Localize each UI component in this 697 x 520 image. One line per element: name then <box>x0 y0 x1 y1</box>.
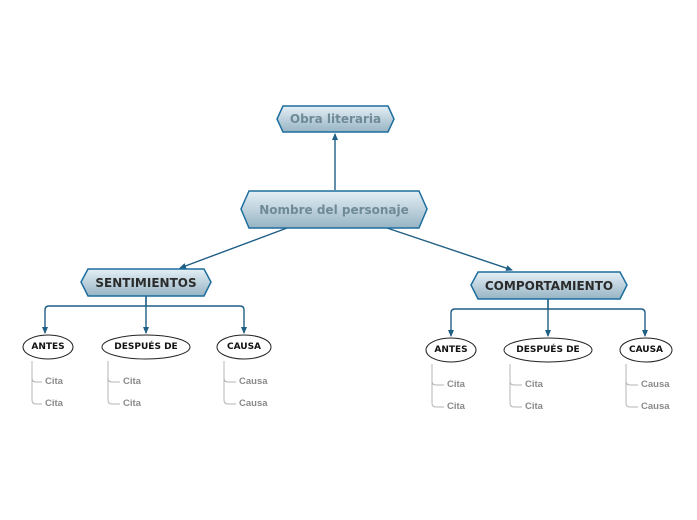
c-despues-label: DESPUÉS DE <box>516 345 580 355</box>
leaf-c-despues-1[interactable]: Cita <box>525 379 543 390</box>
obra-label: Obra literaria <box>289 112 382 126</box>
node-comportamiento[interactable] <box>470 271 628 300</box>
leaf-line-c-despues <box>509 364 522 408</box>
s-causa-label: CAUSA <box>226 342 262 352</box>
leaf-s-antes-1[interactable]: Cita <box>45 376 63 387</box>
node-obra-literaria[interactable] <box>276 105 395 133</box>
node-s-causa[interactable] <box>216 334 272 360</box>
node-nombre-personaje[interactable] <box>240 190 428 229</box>
leaf-s-despues-1[interactable]: Cita <box>123 376 141 387</box>
s-antes-label: ANTES <box>31 342 65 352</box>
node-c-antes[interactable] <box>425 337 477 363</box>
leaf-c-antes-1[interactable]: Cita <box>447 379 465 390</box>
c-causa-label: CAUSA <box>628 345 664 355</box>
leaf-c-antes-2[interactable]: Cita <box>447 401 465 412</box>
leaf-s-causa-1[interactable]: Causa <box>239 376 268 387</box>
connector-sentimientos-causa <box>146 305 247 334</box>
leaf-line-s-antes <box>31 361 42 405</box>
leaf-c-causa-1[interactable]: Causa <box>641 379 670 390</box>
personaje-label: Nombre del personaje <box>259 202 409 217</box>
s-despues-label: DESPUÉS DE <box>114 342 178 352</box>
sentimientos-label: SENTIMIENTOS <box>95 275 197 290</box>
leaf-s-antes-2[interactable]: Cita <box>45 398 63 409</box>
c-antes-label: ANTES <box>434 345 468 355</box>
leaf-c-causa-2[interactable]: Causa <box>641 401 670 412</box>
leaf-line-c-antes <box>431 364 444 408</box>
leaf-lines <box>31 361 638 408</box>
comportamiento-label: COMPORTAMIENTO <box>484 278 614 293</box>
connector-sentimientos-antes <box>42 296 147 334</box>
leaf-s-despues-2[interactable]: Cita <box>123 398 141 409</box>
leaf-c-despues-2[interactable]: Cita <box>525 401 543 412</box>
connector-comportamiento-antes <box>448 299 549 337</box>
leaf-line-s-despues <box>107 361 120 405</box>
leaf-s-causa-2[interactable]: Causa <box>239 398 268 409</box>
node-c-causa[interactable] <box>619 337 673 363</box>
node-s-despues[interactable] <box>101 334 191 360</box>
node-c-despues[interactable] <box>503 337 593 363</box>
node-s-antes[interactable] <box>22 334 74 360</box>
leaf-line-c-causa <box>625 364 638 408</box>
connectors <box>42 133 648 337</box>
connector-personaje-comportamiento <box>386 227 513 271</box>
node-sentimientos[interactable] <box>80 268 212 297</box>
connector-personaje-sentimientos <box>179 227 288 269</box>
leaf-line-s-causa <box>223 361 236 405</box>
connector-comportamiento-causa <box>548 308 648 337</box>
